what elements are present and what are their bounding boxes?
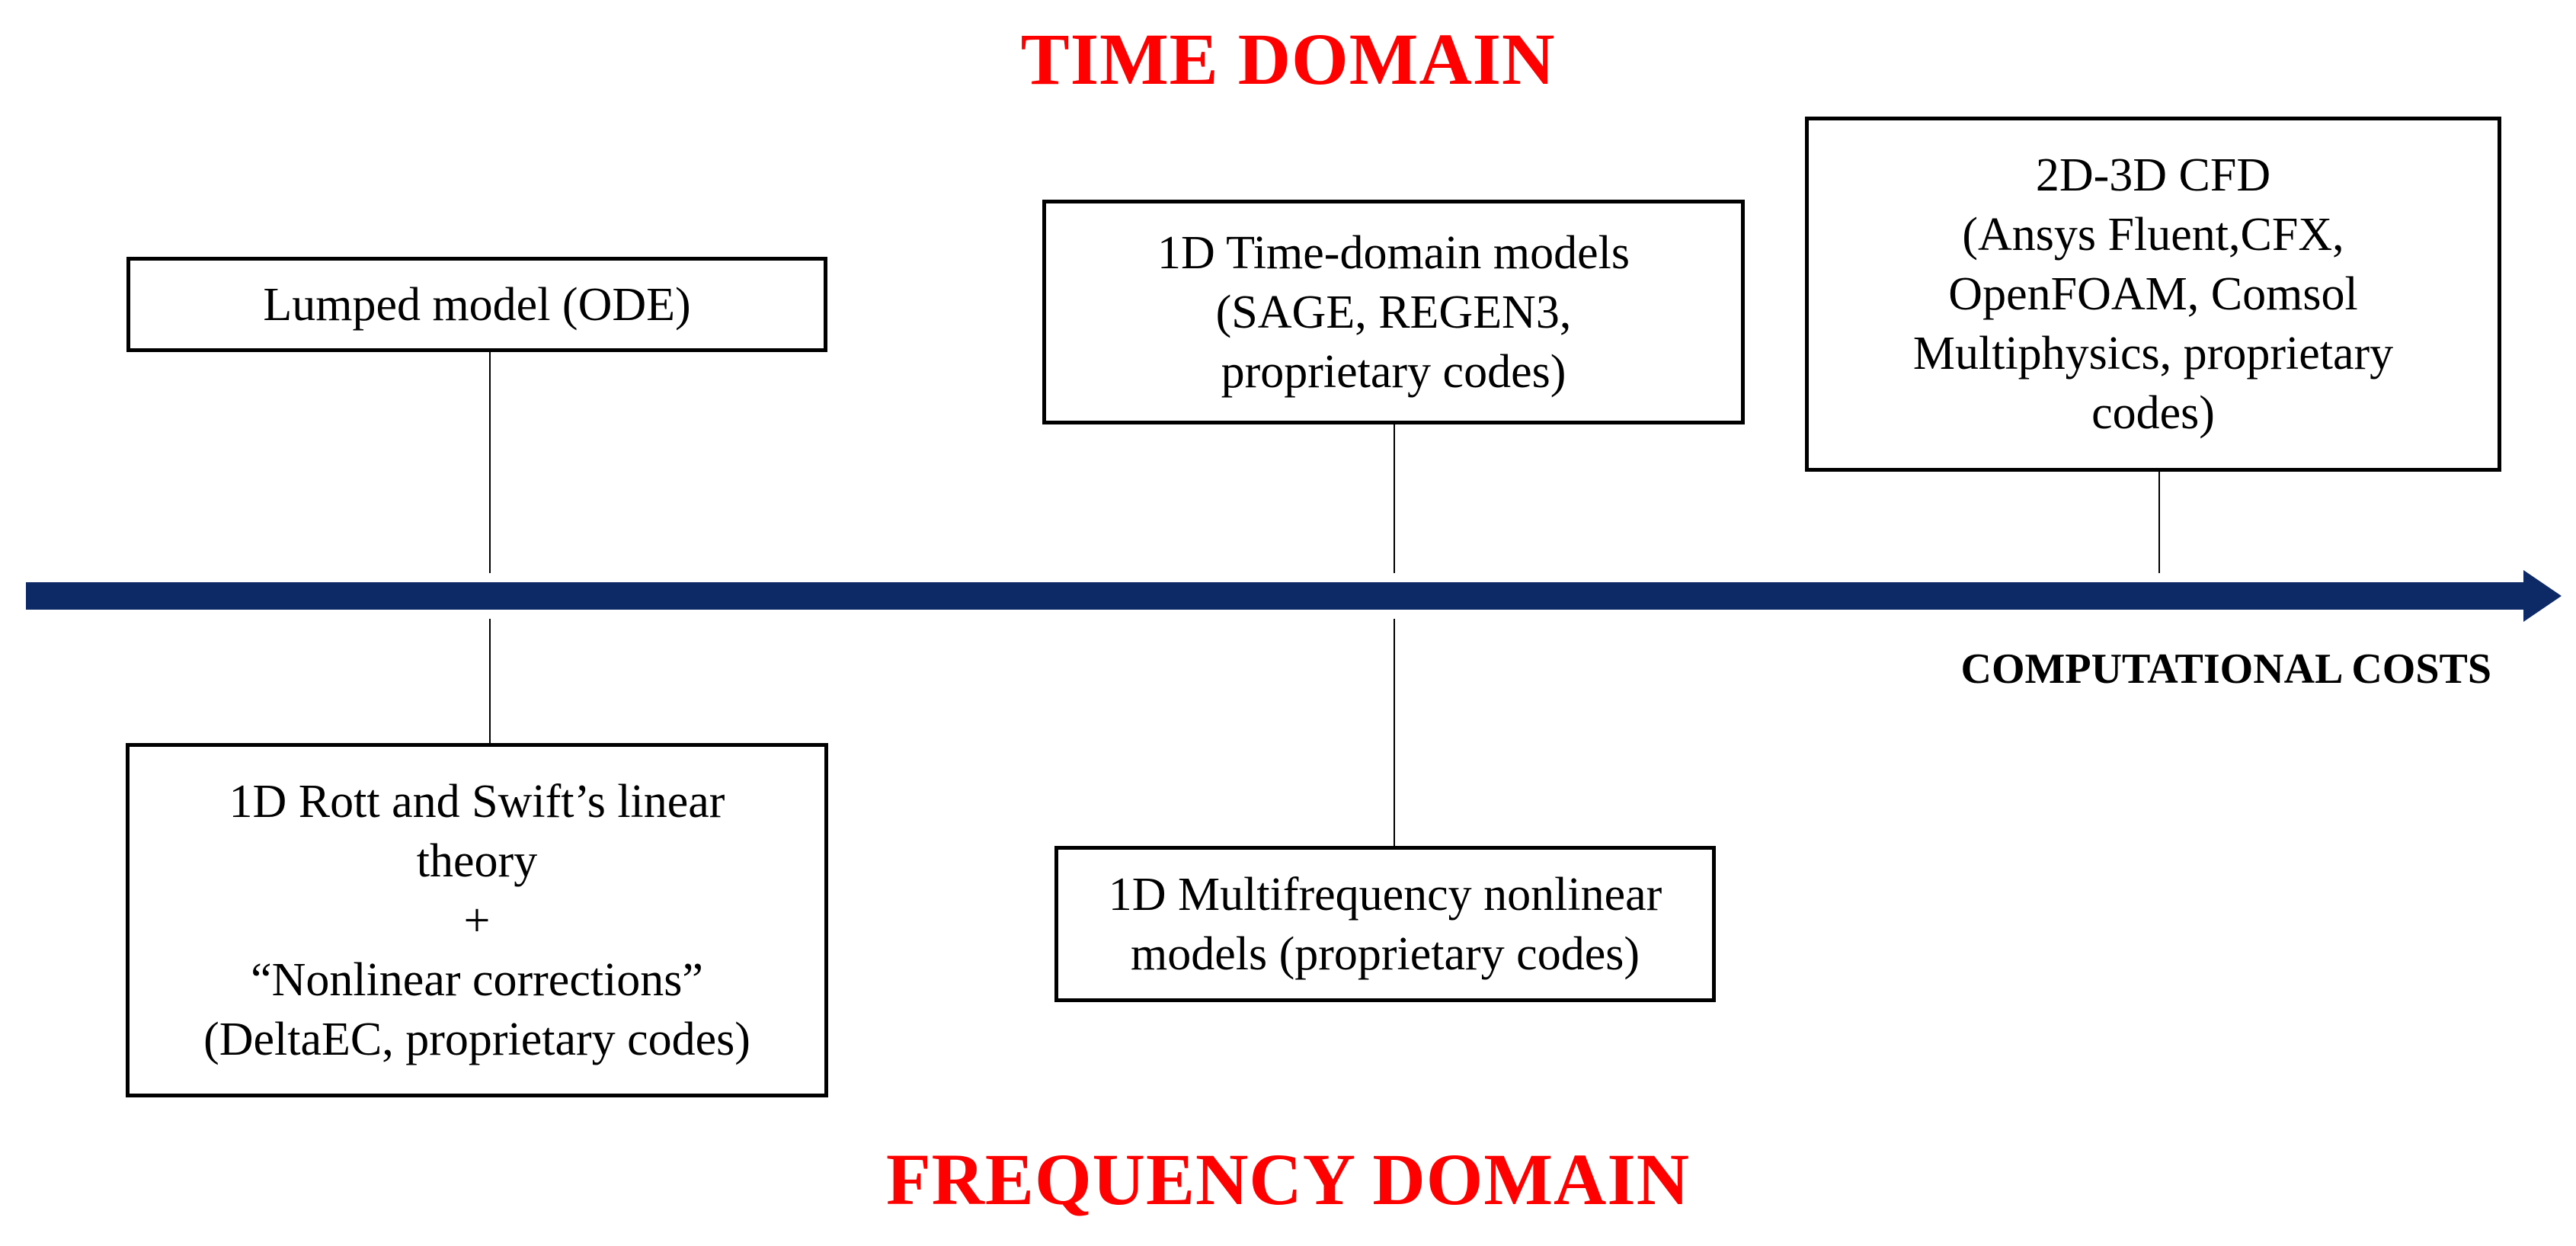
box-line: 1D Rott and Swift’s linear	[229, 775, 725, 828]
connector-axis-to-rott	[489, 619, 491, 743]
connector-axis-to-multifrequency	[1394, 619, 1395, 846]
time-domain-heading: TIME DOMAIN	[1020, 18, 1556, 100]
box-line: (DeltaEC, proprietary codes)	[203, 1013, 750, 1065]
box-line: proprietary codes)	[1221, 345, 1566, 398]
lumped-model-box: Lumped model (ODE)	[126, 257, 827, 352]
axis-arrowhead	[2523, 570, 2562, 622]
box-line: theory	[416, 834, 538, 887]
1d-time-domain-models-box: 1D Time-domain models (SAGE, REGEN3, pro…	[1042, 200, 1745, 424]
frequency-domain-heading: FREQUENCY DOMAIN	[885, 1139, 1691, 1220]
multifrequency-nonlinear-models-box: 1D Multifrequency nonlinear models (prop…	[1054, 846, 1716, 1002]
axis-label: COMPUTATIONAL COSTS	[1960, 645, 2491, 693]
cfd-models-box: 2D-3D CFD (Ansys Fluent,CFX, OpenFOAM, C…	[1805, 117, 2501, 472]
box-line: 2D-3D CFD	[2035, 149, 2271, 201]
box-line: +	[463, 894, 491, 947]
box-line: Lumped model (ODE)	[263, 278, 691, 331]
rott-swift-linear-theory-box: 1D Rott and Swift’s linear theory + “Non…	[126, 743, 828, 1097]
box-line: (Ansys Fluent,CFX,	[1962, 209, 2344, 261]
box-line: models (proprietary codes)	[1131, 927, 1640, 980]
box-line: “Nonlinear corrections”	[251, 953, 703, 1006]
box-line: Multiphysics, proprietary	[1912, 328, 2394, 380]
box-line: 1D Time-domain models	[1157, 226, 1630, 279]
box-line: 1D Multifrequency nonlinear	[1108, 868, 1662, 921]
box-line: OpenFOAM, Comsol	[1948, 268, 2358, 320]
connector-lumped-to-axis	[489, 352, 491, 573]
connector-1d-time-to-axis	[1394, 424, 1395, 573]
box-line: (SAGE, REGEN3,	[1215, 286, 1572, 338]
box-line: codes)	[2091, 387, 2215, 439]
connector-cfd-to-axis	[2158, 472, 2160, 573]
